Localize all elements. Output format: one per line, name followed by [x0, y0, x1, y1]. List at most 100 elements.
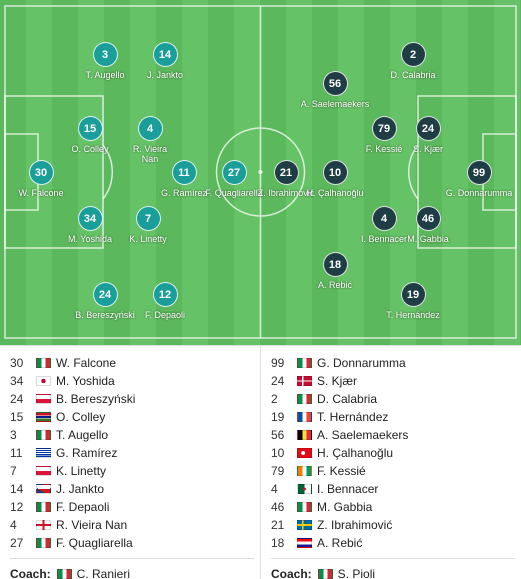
player-number-badge: 99 [466, 160, 492, 185]
player-number-badge: 4 [371, 206, 397, 231]
coach-name[interactable]: S. Pioli [337, 567, 376, 579]
shirt-number: 34 [10, 374, 24, 388]
ivory-coast-flag-icon [297, 466, 312, 476]
player-number-badge: 18 [322, 252, 348, 277]
home-coach: Coach: C. Ranieri [10, 558, 254, 579]
player-name: A. Saelemaekers [300, 99, 370, 109]
shirt-number: 24 [271, 374, 285, 388]
pitch-player[interactable]: 30 W. Falcone [0, 160, 96, 198]
shirt-number: 14 [10, 482, 24, 496]
player-number-badge: 7 [135, 206, 161, 231]
player-name: R. Vieira Nan [132, 144, 168, 164]
player-number-badge: 24 [415, 116, 441, 141]
player-name: A. Rebić [317, 536, 363, 550]
player-name: F. Quagliarella [56, 536, 133, 550]
pitch-player[interactable]: 2 D. Calabria [358, 42, 468, 80]
player-name: T. Hernández [317, 410, 389, 424]
pitch-player[interactable]: 27 F. Quagliarella [179, 160, 289, 198]
player-number-badge: 11 [171, 160, 197, 185]
pitch-player[interactable]: 99 G. Donnarumma [424, 160, 521, 198]
italy-flag-icon [317, 569, 333, 579]
pitch-player[interactable]: 24 B. Bereszyński [50, 282, 160, 320]
player-name: J. Jankto [56, 482, 105, 496]
player-number-badge: 24 [92, 282, 118, 307]
player-number-badge: 56 [322, 71, 348, 96]
lineup-row[interactable]: 27 F. Quagliarella [10, 534, 254, 552]
poland-flag-icon [36, 466, 51, 476]
pitch-player[interactable]: 4 I. Bennacer [329, 206, 439, 244]
shirt-number: 99 [271, 356, 285, 370]
player-name: A. Rebić [317, 280, 352, 290]
player-name: J. Jankto [146, 70, 184, 80]
lineup-row[interactable]: 24 S. Kjær [271, 372, 515, 390]
shirt-number: 12 [10, 500, 24, 514]
pitch-player[interactable]: 21 Z. Ibrahimović [231, 160, 341, 198]
player-name: M. Yoshida [67, 234, 113, 244]
pitch-player[interactable]: 7 K. Linetty [93, 206, 203, 244]
pitch-player[interactable]: 12 F. Depaoli [110, 282, 220, 320]
shirt-number: 19 [271, 410, 285, 424]
coach-label: Coach: [10, 567, 51, 579]
pitch-player[interactable]: 79 F. Kessié [329, 116, 439, 154]
pitch-player[interactable]: 34 M. Yoshida [35, 206, 145, 244]
pitch-player[interactable]: 15 O. Colley [35, 116, 145, 154]
pitch-player[interactable]: 11 G. Ramírez [129, 160, 239, 198]
player-name: M. Yoshida [56, 374, 115, 388]
player-name: O. Colley [71, 144, 109, 154]
player-number-badge: 27 [221, 160, 247, 185]
italy-flag-icon [297, 358, 312, 368]
turkey-flag-icon [297, 448, 312, 458]
pitch-player[interactable]: 3 T. Augello [50, 42, 160, 80]
shirt-number: 46 [271, 500, 285, 514]
lineup-row[interactable]: 19 T. Hernández [271, 408, 515, 426]
lineup-row[interactable]: 34 M. Yoshida [10, 372, 254, 390]
player-number-badge: 79 [371, 116, 397, 141]
shirt-number: 4 [10, 518, 17, 532]
pitch-player[interactable]: 46 M. Gabbia [373, 206, 483, 244]
coach-name[interactable]: C. Ranieri [76, 567, 131, 579]
poland-flag-icon [36, 394, 51, 404]
lineup-row[interactable]: 14 J. Jankto [10, 480, 254, 498]
player-name: B. Bereszyński [56, 392, 136, 406]
shirt-number: 79 [271, 464, 285, 478]
sweden-flag-icon [297, 520, 312, 530]
player-number-badge: 30 [28, 160, 54, 185]
pitch-player[interactable]: 10 H. Çalhanoğlu [280, 160, 390, 198]
away-coach: Coach: S. Pioli [271, 558, 515, 579]
player-name: W. Falcone [18, 188, 64, 198]
pitch-player[interactable]: 18 A. Rebić [280, 252, 390, 290]
player-name: I. Bennacer [360, 234, 408, 244]
pitch-player[interactable]: 19 T. Hernández [358, 282, 468, 320]
pitch-player[interactable]: 56 A. Saelemaekers [280, 71, 390, 109]
italy-flag-icon [297, 502, 312, 512]
pitch-player[interactable]: 24 S. Kjær [373, 116, 483, 154]
player-number-badge: 3 [92, 42, 118, 67]
pitch-player[interactable]: 4 R. Vieira Nan [95, 116, 205, 164]
player-name: K. Linetty [129, 234, 167, 244]
croatia-flag-icon [297, 538, 312, 548]
pitch-player[interactable]: 14 J. Jankto [110, 42, 220, 80]
shirt-number: 27 [10, 536, 24, 550]
shirt-number: 4 [271, 482, 278, 496]
shirt-number: 21 [271, 518, 285, 532]
player-name: S. Kjær [317, 374, 358, 388]
france-flag-icon [297, 412, 312, 422]
